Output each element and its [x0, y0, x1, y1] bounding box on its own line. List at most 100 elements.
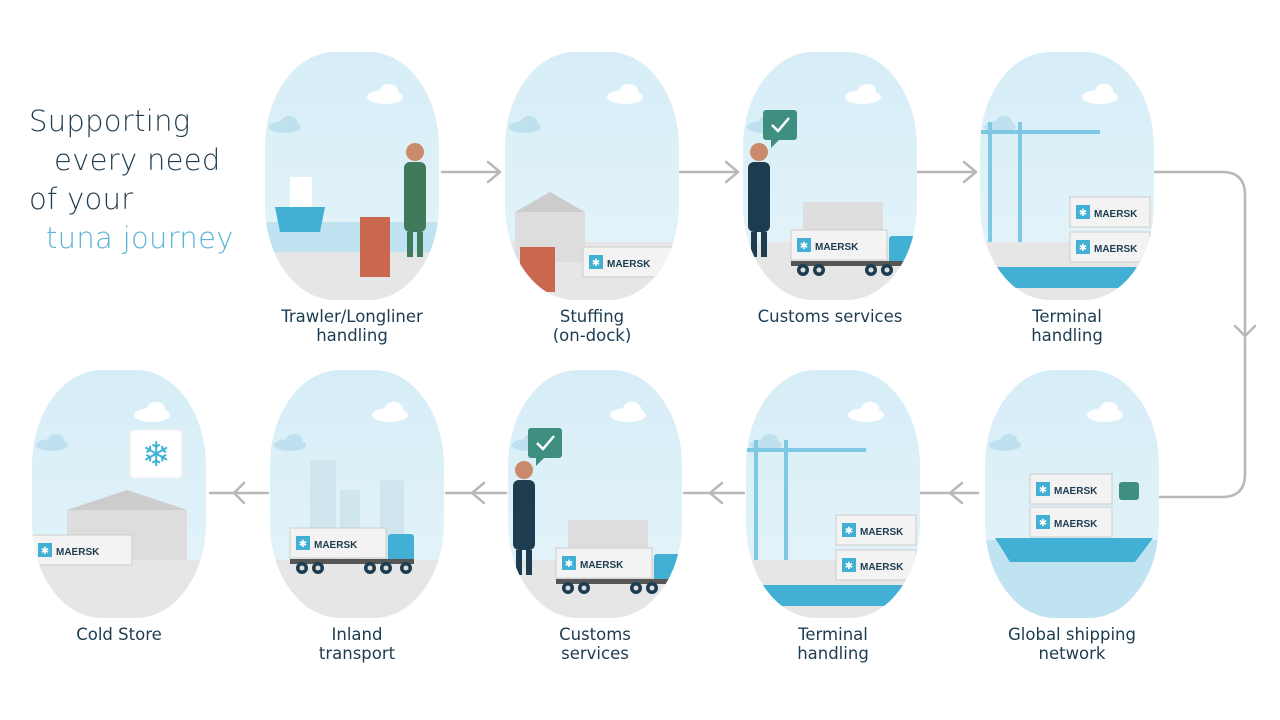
- arrow-right-icon: [916, 160, 978, 184]
- step-label-line-1: Customs: [559, 625, 631, 644]
- svg-text:✱: ✱: [1039, 485, 1047, 496]
- svg-text:✱: ✱: [299, 539, 307, 550]
- svg-text:✱: ✱: [41, 546, 49, 557]
- step-card-trawler: [265, 52, 439, 300]
- crane: [746, 440, 866, 560]
- svg-text:✱: ✱: [800, 241, 808, 252]
- arrow-left-icon: [682, 481, 746, 505]
- maersk-container: ✱ MAERSK: [790, 229, 888, 261]
- step-illustration: ✱ MAERSK: [743, 84, 917, 300]
- step-card-terminal: ✱ MAERSK ✱ MAERSK: [746, 370, 920, 618]
- step-card-ship: ✱ MAERSK ✱ MAERSK: [985, 370, 1159, 618]
- person: [404, 143, 426, 257]
- step-label-line-2: handling: [316, 326, 388, 345]
- svg-text:✱: ✱: [1079, 243, 1087, 254]
- step-label: Cold Store: [19, 625, 219, 644]
- title-line-4: tuna journey: [46, 221, 234, 255]
- approved-check-icon: [763, 110, 797, 148]
- title-line-2: every need: [54, 143, 221, 177]
- step-label-line-2: network: [1038, 644, 1106, 663]
- chevron-down-icon: [1233, 324, 1257, 338]
- maersk-container: ✱ MAERSK: [1069, 196, 1151, 228]
- approved-check-icon: [528, 428, 562, 466]
- snowflake-icon: ❄: [129, 429, 183, 479]
- svg-text:✱: ✱: [845, 561, 853, 572]
- step-label-line-2: handling: [797, 644, 869, 663]
- step-illustration: ✱ MAERSK ✱ MAERSK: [980, 84, 1154, 300]
- svg-text:MAERSK: MAERSK: [860, 527, 904, 538]
- step-label-line-1: Terminal: [798, 625, 868, 644]
- crane: [980, 122, 1100, 242]
- step-illustration: ✱ MAERSK: [505, 84, 679, 300]
- cloud-icon: [274, 434, 306, 451]
- cloud-icon: [509, 116, 541, 133]
- svg-text:MAERSK: MAERSK: [1054, 519, 1098, 530]
- step-label-line-2: (on-dock): [552, 326, 632, 345]
- step-card-terminal: ✱ MAERSK ✱ MAERSK: [980, 52, 1154, 300]
- wifi-icon: [1119, 482, 1139, 500]
- maersk-container: ✱ MAERSK: [1069, 231, 1151, 263]
- step-illustration: ✱ MAERSK ✱ MAERSK: [985, 402, 1159, 618]
- title-line-1: Supporting: [29, 104, 191, 138]
- svg-text:MAERSK: MAERSK: [314, 540, 358, 551]
- svg-text:✱: ✱: [1079, 208, 1087, 219]
- step-card-customs: ✱ MAERSK: [508, 370, 682, 618]
- svg-text:MAERSK: MAERSK: [1094, 244, 1138, 255]
- svg-text:MAERSK: MAERSK: [815, 242, 859, 253]
- person: [513, 461, 535, 575]
- cloud-icon: [134, 402, 170, 422]
- step-label-line-1: Cold Store: [76, 625, 162, 644]
- maersk-container: ✱ MAERSK: [1029, 506, 1113, 538]
- maersk-container: ✱ MAERSK: [835, 514, 917, 546]
- title-line-3: of your: [29, 182, 134, 216]
- maersk-container: ✱ MAERSK: [289, 527, 387, 559]
- step-illustration: ❄ ✱ MAERSK: [32, 402, 206, 618]
- step-label-line-1: Trawler/Longliner: [281, 307, 423, 326]
- ship: [275, 177, 325, 232]
- cloud-icon: [1082, 84, 1118, 104]
- svg-text:✱: ✱: [565, 559, 573, 570]
- cloud-icon: [372, 402, 408, 422]
- cloud-icon: [989, 434, 1021, 451]
- step-card-customs: ✱ MAERSK: [743, 52, 917, 300]
- svg-text:MAERSK: MAERSK: [607, 259, 651, 270]
- maersk-container: ✱ MAERSK: [32, 534, 133, 566]
- step-illustration: [265, 84, 439, 300]
- arrow-left-icon: [444, 481, 508, 505]
- svg-text:✱: ✱: [845, 526, 853, 537]
- step-label-line-2: transport: [318, 644, 396, 663]
- step-label-line-1: Customs services: [757, 307, 903, 326]
- maersk-container: ✱ MAERSK: [1029, 473, 1113, 505]
- cloud-icon: [367, 84, 403, 104]
- arrow-right-icon: [678, 160, 740, 184]
- cloud-icon: [607, 84, 643, 104]
- step-illustration: ✱ MAERSK: [508, 402, 682, 618]
- maersk-container: ✱ MAERSK: [555, 547, 653, 579]
- step-label-line-1: Inland: [331, 625, 383, 644]
- step-label-line-1: Stuffing: [559, 307, 625, 326]
- page-title: Supporting every need of your tuna journ…: [29, 102, 234, 258]
- step-label-line-2: handling: [1031, 326, 1103, 345]
- cloud-icon: [1087, 402, 1123, 422]
- svg-text:MAERSK: MAERSK: [56, 547, 100, 558]
- maersk-container: ✱ MAERSK: [582, 246, 679, 278]
- step-card-coldstore: ❄ ✱ MAERSK: [32, 370, 206, 618]
- step-card-stuffing: ✱ MAERSK: [505, 52, 679, 300]
- step-label-line-1: Global shipping: [1008, 625, 1136, 644]
- maersk-container: ✱ MAERSK: [835, 549, 917, 581]
- person: [748, 143, 770, 257]
- step-illustration: ✱ MAERSK ✱ MAERSK: [746, 402, 920, 618]
- step-card-truck: ✱ MAERSK: [270, 370, 444, 618]
- step-illustration: ✱ MAERSK: [270, 402, 444, 618]
- cloud-icon: [848, 402, 884, 422]
- cloud-icon: [610, 402, 646, 422]
- step-label: Customs services: [730, 307, 930, 326]
- svg-text:✱: ✱: [1039, 518, 1047, 529]
- arrow-left-icon: [208, 481, 270, 505]
- cloud-icon: [845, 84, 881, 104]
